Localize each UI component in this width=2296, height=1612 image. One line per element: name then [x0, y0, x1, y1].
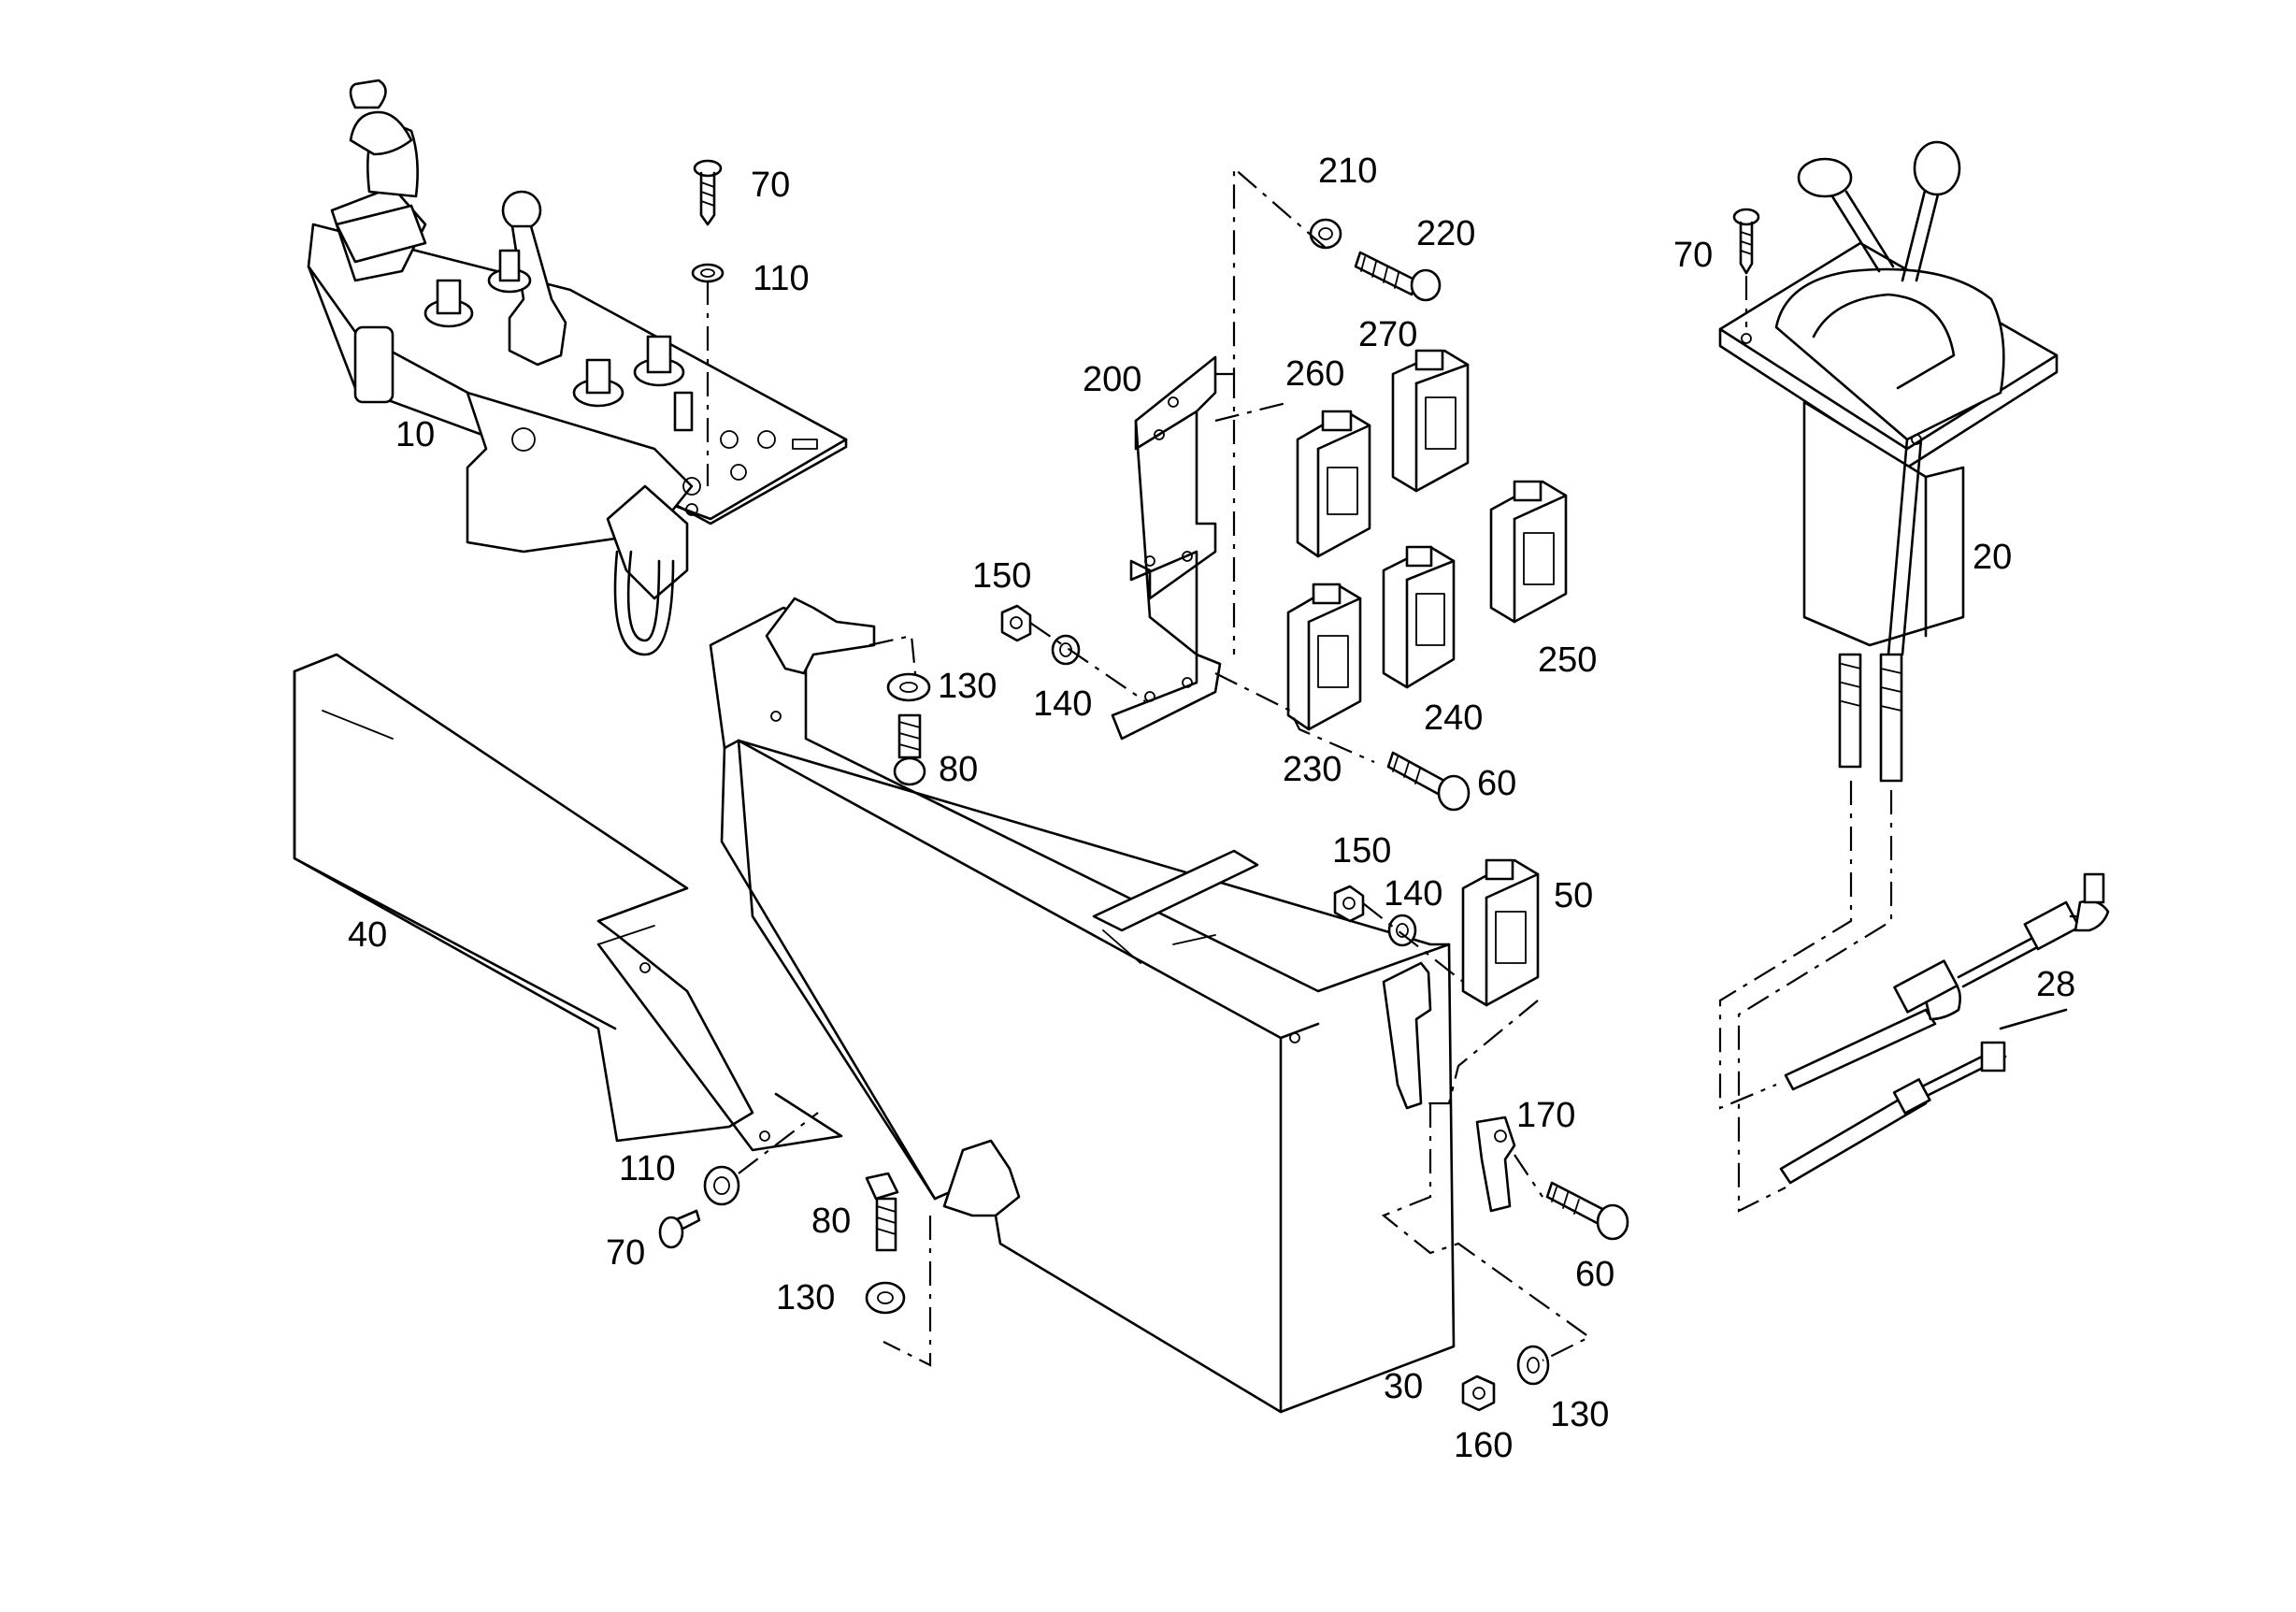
relay-250 [1489, 480, 1568, 624]
callout-220: 220 [1416, 214, 1475, 253]
screw-60-lower [1545, 1181, 1629, 1241]
callout-250: 250 [1538, 640, 1597, 680]
callout-160: 160 [1454, 1426, 1513, 1465]
washer-110-top [691, 263, 725, 283]
assembly-lines [706, 166, 1893, 1367]
callout-130-bottom: 130 [1550, 1395, 1609, 1434]
callout-28: 28 [2036, 965, 2075, 1004]
knob-a [423, 279, 474, 328]
washer-130-bottom [1516, 1345, 1550, 1386]
callout-60-upper: 60 [1477, 764, 1516, 803]
relay-270 [1391, 349, 1470, 493]
relay-50 [1461, 858, 1540, 1007]
control-panel-10 [307, 79, 848, 656]
clip-170 [1475, 1115, 1516, 1213]
lever-unit-20 [1718, 140, 2059, 783]
callout-150-lower: 150 [1332, 831, 1391, 871]
knob-d [487, 249, 532, 294]
screw-70-right [1732, 208, 1760, 275]
callout-150-upper: 150 [972, 556, 1031, 596]
callout-130-lower: 130 [776, 1278, 835, 1317]
callout-230: 230 [1283, 750, 1342, 789]
screw-220 [1354, 251, 1442, 302]
screw-60-upper [1386, 751, 1471, 812]
callout-170: 170 [1516, 1096, 1575, 1135]
callout-240: 240 [1424, 698, 1483, 738]
lockwasher-140-upper [1051, 634, 1081, 666]
callout-labels: 10 70 110 210 220 270 260 200 70 20 150 … [348, 151, 2075, 1465]
callout-210: 210 [1318, 151, 1377, 191]
screw-70-top [693, 159, 723, 226]
bolt-80-lower [865, 1172, 899, 1252]
control-cable-28 [1779, 872, 2110, 1185]
callout-110-lower: 110 [619, 1149, 676, 1188]
callout-20: 20 [1973, 538, 2012, 577]
callout-70-top: 70 [751, 166, 790, 205]
washer-110-lower [703, 1165, 740, 1206]
nut-150-upper [1000, 604, 1032, 642]
console-housing-30 [709, 597, 1456, 1414]
callout-60-lower: 60 [1575, 1255, 1614, 1294]
callout-40: 40 [348, 915, 387, 955]
side-panel-40 [293, 653, 843, 1152]
callout-140-upper: 140 [1033, 684, 1092, 724]
relay-260 [1296, 410, 1371, 558]
callout-110-top: 110 [753, 259, 810, 298]
screw-70-lower [658, 1209, 701, 1249]
nut-160 [1461, 1375, 1496, 1412]
bracket-200 [1111, 355, 1222, 741]
callout-130-upper: 130 [938, 667, 997, 706]
callout-70-right: 70 [1673, 236, 1713, 275]
callout-200: 200 [1083, 360, 1141, 399]
knob-b [572, 358, 624, 408]
knob-c [633, 335, 685, 387]
callout-30: 30 [1384, 1367, 1423, 1406]
washer-210 [1309, 218, 1342, 250]
lockwasher-140-lower [1387, 914, 1417, 947]
callout-50: 50 [1554, 876, 1593, 915]
relay-230 [1286, 583, 1362, 731]
washer-130-upper [886, 672, 931, 702]
callout-10: 10 [395, 415, 435, 454]
callout-260: 260 [1285, 354, 1344, 394]
relay-240 [1382, 545, 1456, 689]
bolt-80-upper [893, 713, 926, 786]
nut-150-lower [1333, 885, 1365, 923]
washer-130-lower [865, 1281, 906, 1315]
callout-70-lower: 70 [606, 1233, 645, 1273]
callout-140-lower: 140 [1384, 874, 1442, 914]
callout-270: 270 [1358, 315, 1417, 354]
callout-80-upper: 80 [939, 750, 978, 789]
callout-80-lower: 80 [811, 1202, 851, 1241]
